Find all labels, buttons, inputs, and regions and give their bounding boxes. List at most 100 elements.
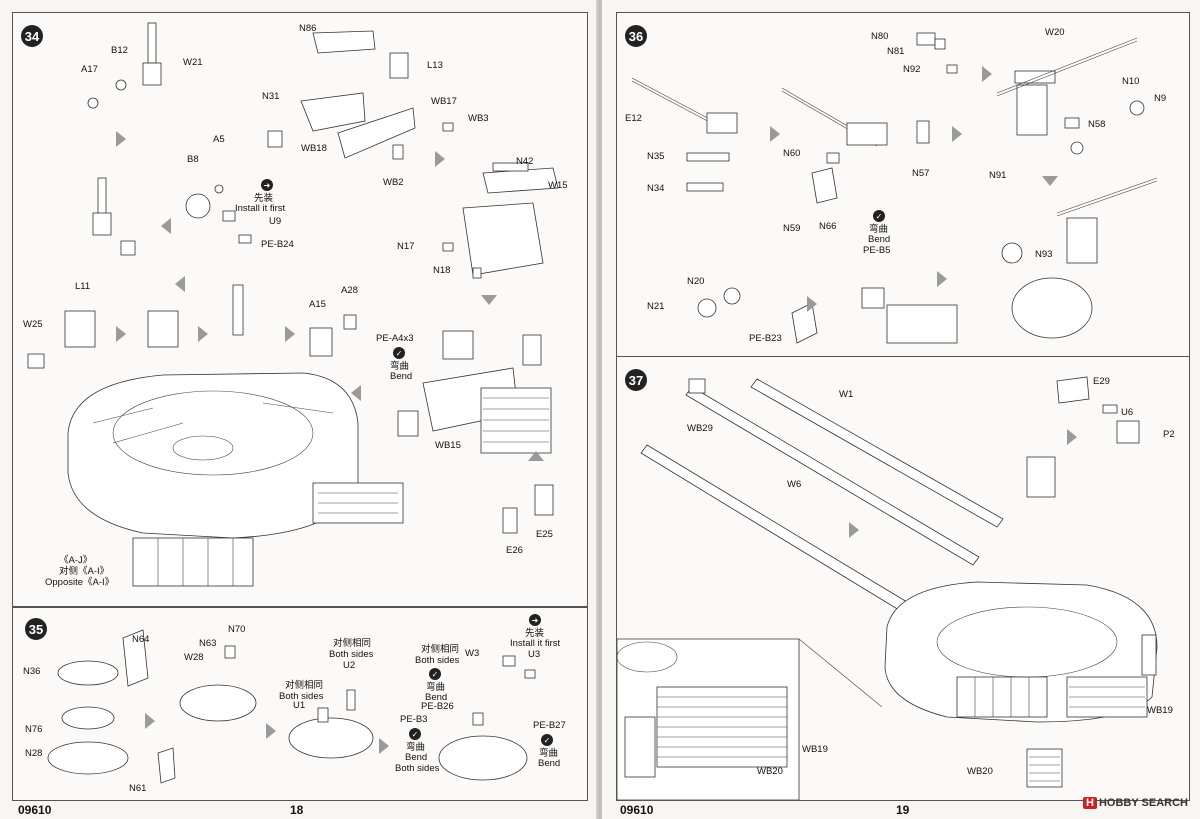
flow-arrow	[198, 326, 208, 342]
part-label: L13	[427, 60, 443, 71]
bend-cn: 弯曲	[426, 682, 446, 693]
bend-icon: ✓	[393, 347, 405, 359]
step-number: 34	[21, 25, 43, 47]
part-label: WB19	[1147, 705, 1173, 716]
bend-en: Bend	[405, 752, 428, 763]
flow-arrow	[1067, 429, 1077, 445]
part-label: A5	[213, 134, 225, 145]
part-label: U3	[528, 649, 541, 660]
part-label: B8	[187, 154, 199, 165]
part-label: PE-B24	[261, 239, 294, 250]
step-37-drawing	[617, 376, 1158, 800]
part-label: N17	[397, 241, 415, 252]
variant-label: 《A-J》	[59, 555, 93, 566]
part-label: B12	[111, 45, 128, 56]
part-label: W1	[839, 389, 854, 400]
flow-arrow	[116, 326, 126, 342]
step-number: 35	[25, 618, 47, 640]
install-first-cn: 先装	[254, 193, 274, 204]
part-label: N64	[132, 634, 150, 645]
flow-arrow	[161, 218, 171, 234]
install-first-icon: ➜	[261, 179, 273, 191]
both-sides-en: Both sides	[329, 649, 374, 660]
part-label: A15	[309, 299, 326, 310]
install-first-en: Install it first	[235, 203, 286, 214]
bend-en: Bend	[425, 692, 448, 703]
part-label: WB29	[687, 423, 713, 434]
part-label: PE-B27	[533, 720, 566, 731]
page-number: 18	[290, 803, 304, 817]
part-label: W6	[787, 479, 802, 490]
flow-arrow	[379, 738, 389, 754]
both-sides-en: Both sides	[395, 763, 440, 774]
part-label: N57	[912, 168, 930, 179]
part-label: WB20	[967, 766, 993, 777]
flow-arrow	[266, 723, 276, 739]
both-sides-cn: 对侧相同	[333, 638, 372, 649]
both-sides-en: Both sides	[415, 655, 460, 666]
both-sides-en: Both sides	[279, 691, 324, 702]
flow-arrow	[952, 126, 962, 142]
part-label: A17	[81, 64, 98, 75]
watermark-text: HOBBY SEARCH	[1098, 797, 1188, 809]
part-label: N60	[783, 148, 801, 159]
part-label: N31	[262, 91, 280, 102]
watermark-logo: H	[1083, 797, 1097, 809]
part-label: N9	[1154, 93, 1167, 104]
part-label: N58	[1088, 119, 1106, 130]
step-36-panel: 36 E12 N35 N34 N80 N81 N92 W20 N10 N9 N5…	[616, 12, 1190, 357]
part-label: E26	[506, 545, 523, 556]
step-35-drawing	[47, 629, 536, 784]
part-label: P2	[1163, 429, 1175, 440]
part-label: N36	[23, 666, 41, 677]
part-label: W3	[465, 648, 480, 659]
step-34-drawing	[27, 22, 559, 587]
install-first-icon: ➜	[529, 614, 541, 626]
flow-arrow	[982, 66, 992, 82]
part-label: PE-A4x3	[376, 333, 414, 344]
step-number: 36	[625, 25, 647, 47]
flow-arrow	[481, 295, 497, 305]
part-label: N10	[1122, 76, 1140, 87]
part-label: PE-B23	[749, 333, 782, 344]
part-label: N34	[647, 183, 665, 194]
part-label: W15	[548, 180, 568, 191]
step-number: 37	[625, 369, 647, 391]
opposite-en: Opposite《A-I》	[45, 577, 115, 588]
flow-arrow	[1042, 176, 1058, 186]
part-label: N81	[887, 46, 905, 57]
flow-arrow	[175, 276, 185, 292]
bend-icon: ✓	[429, 668, 441, 680]
part-label: W21	[183, 57, 203, 68]
part-label: W20	[1045, 27, 1065, 38]
install-first-en: Install it first	[510, 638, 561, 649]
part-label: WB18	[301, 143, 327, 154]
part-label: N61	[129, 783, 147, 794]
bend-icon: ✓	[541, 734, 553, 746]
page-code: 09610	[18, 803, 52, 817]
part-label: N59	[783, 223, 801, 234]
part-label: PE-B26	[421, 701, 454, 712]
bend-en: Bend	[538, 758, 561, 769]
flow-arrow	[770, 126, 780, 142]
both-sides-cn: 对侧相同	[285, 680, 324, 691]
flow-arrow	[435, 151, 445, 167]
part-label: N42	[516, 156, 534, 167]
step-37-panel: 37 WB29 W1 W6 E29 U6 P2 WB19 WB20 WB19 W…	[616, 356, 1190, 801]
part-label: N76	[25, 724, 43, 735]
binding-gutter	[596, 0, 604, 819]
part-label: U2	[343, 660, 356, 671]
flow-arrow	[807, 296, 817, 312]
bend-icon: ✓	[873, 210, 885, 222]
part-label: WB3	[468, 113, 489, 124]
part-label: PE-B3	[400, 714, 428, 725]
part-label: WB20	[757, 766, 783, 777]
part-label: WB15	[435, 440, 461, 451]
flow-arrow	[351, 385, 361, 401]
part-label: N18	[433, 265, 451, 276]
part-label: W25	[23, 319, 43, 330]
install-first-cn: 先装	[525, 628, 545, 639]
bend-icon: ✓	[409, 728, 421, 740]
